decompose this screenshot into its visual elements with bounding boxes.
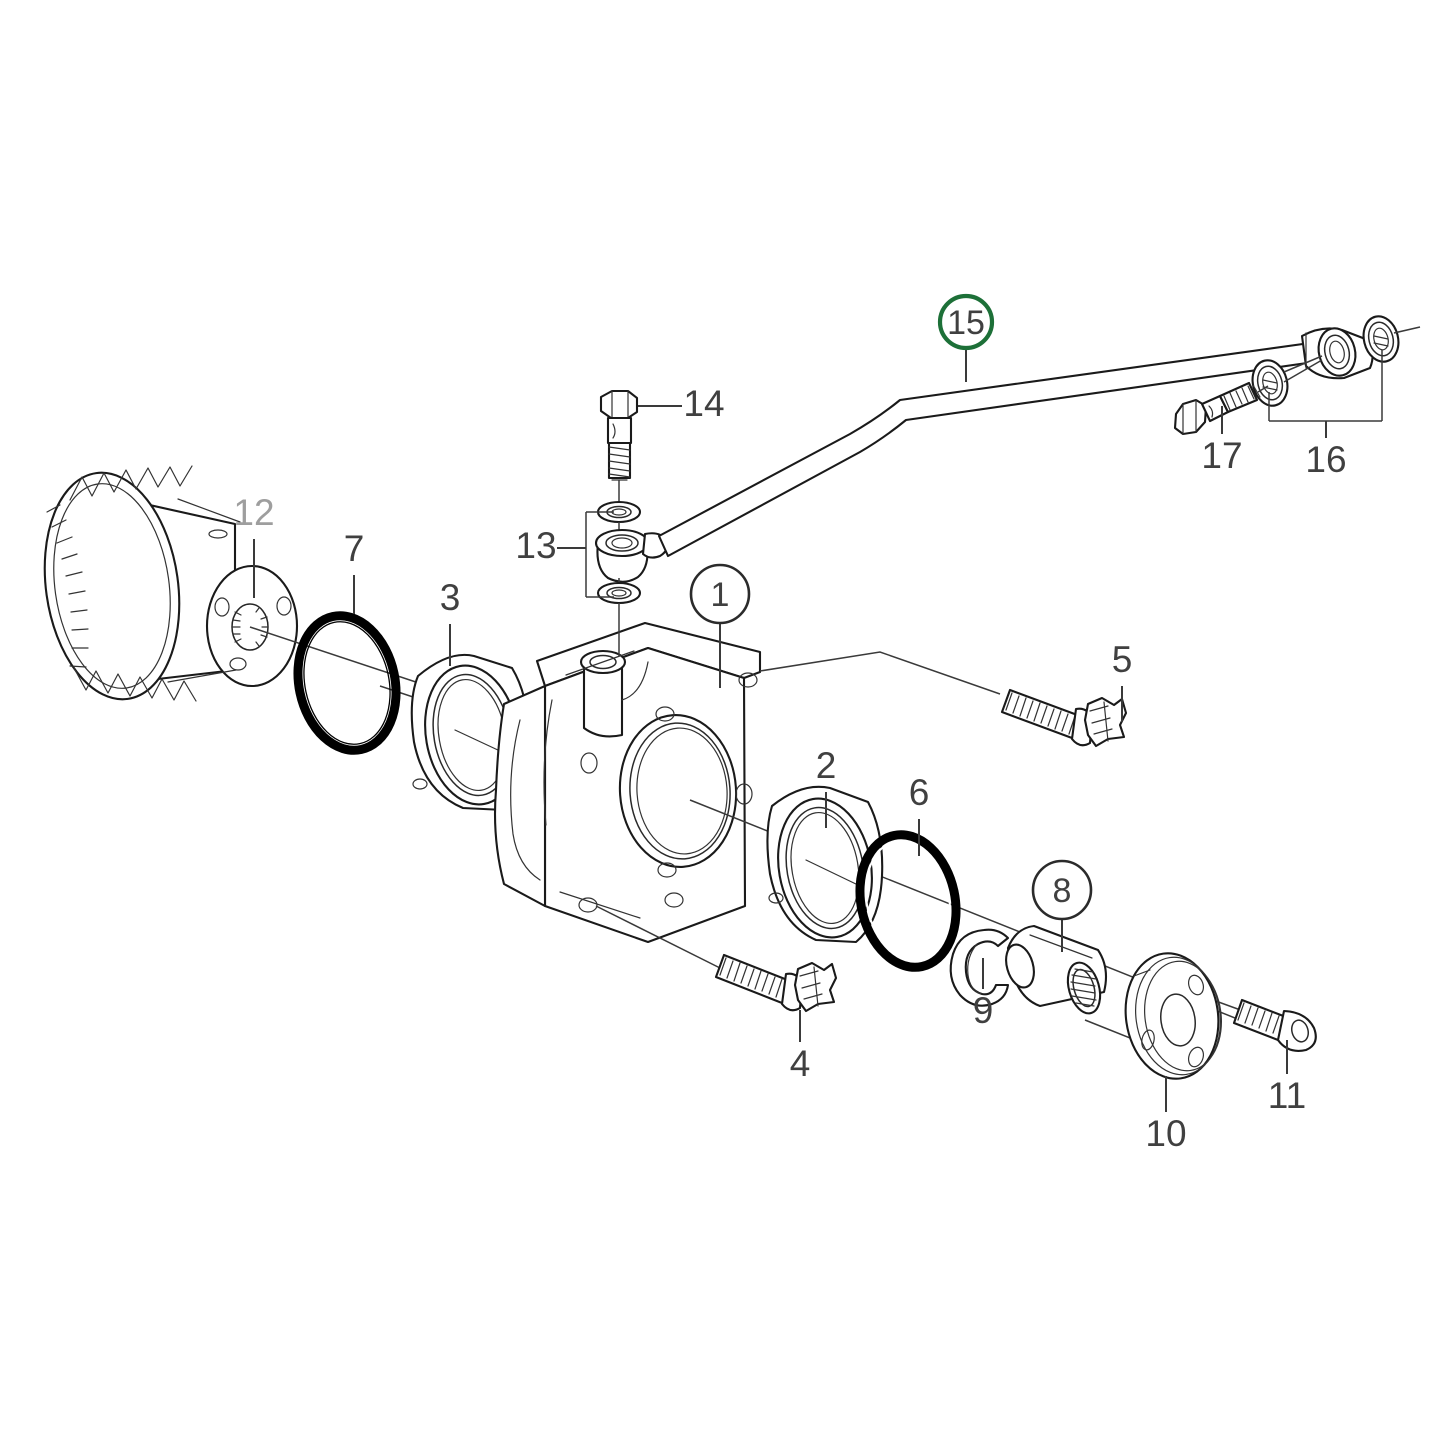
callout-3[interactable]: 3: [440, 577, 461, 666]
callout-10-label: 10: [1145, 1113, 1186, 1154]
callout-4-label: 4: [790, 1043, 811, 1084]
part-8-splined-sleeve[interactable]: [1001, 924, 1108, 1017]
part-17-banjo-bolt-right[interactable]: [1173, 381, 1269, 436]
part-7-o-ring-left[interactable]: [286, 607, 408, 760]
part-6-o-ring-right[interactable]: [848, 826, 968, 977]
callout-12-label: 12: [233, 492, 274, 533]
part-12-gear-with-hub[interactable]: [31, 464, 299, 708]
callout-8-circle: [1031, 859, 1093, 921]
callout-13[interactable]: 13: [515, 511, 614, 598]
callout-8[interactable]: 8: [1031, 859, 1093, 952]
callout-15[interactable]: 15: [937, 293, 995, 382]
callout-14-label: 14: [683, 383, 724, 424]
callout-9[interactable]: 9: [973, 958, 994, 1031]
callout-7[interactable]: 7: [344, 528, 365, 614]
callout-6[interactable]: 6: [909, 772, 930, 856]
part-10-end-cap-plate[interactable]: [1118, 947, 1229, 1085]
part-9-snap-ring[interactable]: [949, 928, 1010, 1007]
callout-7-label: 7: [344, 528, 365, 569]
callout-11-label: 11: [1268, 1075, 1306, 1116]
callout-10[interactable]: 10: [1145, 1076, 1187, 1154]
callout-13-label: 13: [515, 525, 556, 566]
callout-2-label: 2: [816, 745, 837, 786]
callout-14[interactable]: 14: [638, 383, 725, 424]
callout-15-circle: [937, 293, 995, 351]
callout-16-label: 16: [1305, 439, 1346, 480]
callout-5[interactable]: 5: [1112, 639, 1133, 722]
callout-13-bracket: [585, 511, 614, 598]
part-4-flange-bolt-lower[interactable]: [714, 953, 838, 1013]
callout-6-label: 6: [909, 772, 930, 813]
callout-12[interactable]: 12: [233, 492, 275, 598]
callout-9-label: 9: [973, 990, 994, 1031]
part-5-flange-bolt-upper[interactable]: [1000, 688, 1128, 748]
callout-16[interactable]: 16: [1268, 350, 1383, 480]
part-2-bearing-cup-right[interactable]: [766, 785, 884, 945]
callout-17[interactable]: 17: [1201, 406, 1243, 476]
part-15-connecting-rod[interactable]: [657, 324, 1374, 558]
callout-17-label: 17: [1201, 435, 1242, 476]
part-11-socket-cap-screw[interactable]: [1232, 998, 1317, 1052]
callout-15-label: 15: [947, 304, 985, 342]
part-1-housing[interactable]: [493, 621, 762, 944]
callout-3-label: 3: [440, 577, 461, 618]
callout-1-circle: [689, 563, 751, 625]
callout-2[interactable]: 2: [816, 745, 837, 828]
callout-16-bracket: [1268, 350, 1383, 422]
part-14-banjo-bolt-upper[interactable]: [599, 389, 639, 510]
part-16-sealing-washers[interactable]: [1248, 313, 1421, 410]
callout-1[interactable]: 1: [689, 563, 751, 688]
callout-8-label: 8: [1053, 872, 1072, 910]
callout-11[interactable]: 11: [1268, 1040, 1306, 1116]
callout-1-label: 1: [711, 576, 730, 614]
callout-4[interactable]: 4: [790, 1010, 811, 1084]
callout-5-label: 5: [1112, 639, 1133, 680]
